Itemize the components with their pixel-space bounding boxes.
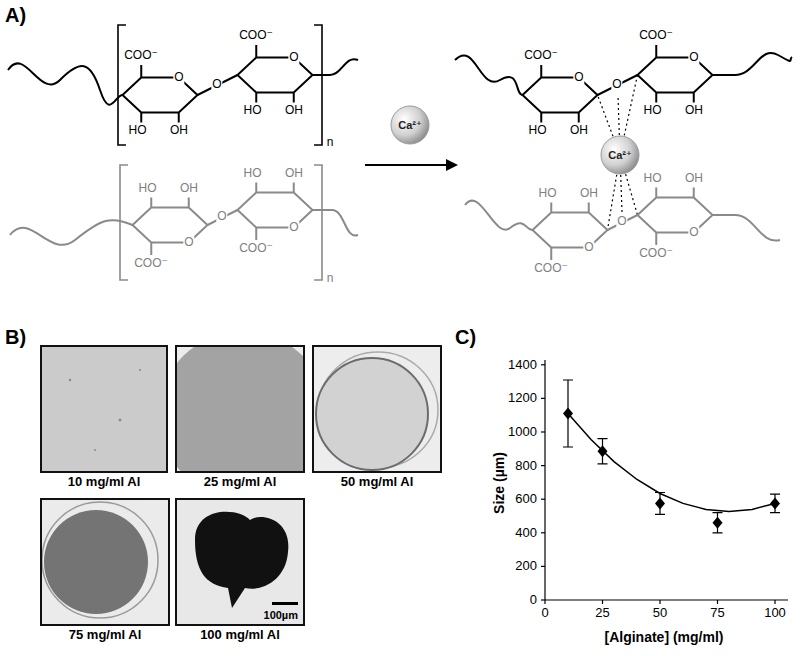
atom-label: OH bbox=[284, 167, 304, 180]
tick-label: 75 bbox=[710, 606, 724, 620]
panel-caption: 25 mg/ml Al bbox=[204, 475, 276, 489]
atom-label: O bbox=[173, 71, 184, 84]
atom-label: HO bbox=[528, 124, 548, 137]
atom-label: O bbox=[288, 221, 299, 234]
fit-curve bbox=[568, 414, 775, 512]
micrograph-frame: 50 mg/ml Al bbox=[312, 345, 442, 473]
atom-label: O bbox=[616, 215, 627, 228]
reaction-arrow bbox=[365, 159, 458, 171]
micrograph bbox=[40, 345, 168, 473]
scale-bar-label: 100µm bbox=[264, 609, 298, 621]
atom-label: O bbox=[211, 78, 222, 91]
egg-box-chain bbox=[465, 188, 780, 261]
atom-label: HO bbox=[643, 172, 663, 185]
panel-letter: C) bbox=[455, 326, 476, 348]
tick-label: 50 bbox=[653, 606, 667, 620]
atom-label: OH bbox=[179, 182, 199, 195]
atom-label: COO⁻ bbox=[133, 257, 169, 270]
atom-label: OH bbox=[169, 124, 189, 137]
panel-caption: 75 mg/ml Al bbox=[69, 628, 141, 642]
tick-label: 100 bbox=[764, 606, 786, 620]
atom-label: COO⁻ bbox=[638, 247, 674, 260]
atom-label: O bbox=[583, 241, 594, 254]
atom-label: COO⁻ bbox=[523, 49, 559, 62]
atom-label: HO bbox=[138, 182, 158, 195]
atom-label: COO⁻ bbox=[533, 262, 569, 275]
calcium-ion: Ca²⁺ bbox=[600, 135, 640, 175]
atom-label: OH bbox=[684, 104, 704, 117]
ion-sphere bbox=[391, 106, 429, 144]
atom-label: HO bbox=[128, 124, 148, 137]
atom-label: O bbox=[573, 71, 584, 84]
atom-label: O bbox=[288, 51, 299, 64]
ion-sphere bbox=[601, 136, 639, 174]
micrograph-frame: 100 mg/ml Al100µm bbox=[175, 498, 305, 626]
egg-box-chain bbox=[455, 45, 792, 123]
panel-caption: 10 mg/ml Al bbox=[68, 475, 140, 489]
micrograph-frame: 25 mg/ml Al bbox=[175, 345, 305, 473]
tick-label: 200 bbox=[515, 559, 537, 573]
atom-label: COO⁻ bbox=[238, 29, 274, 42]
atom-label: n bbox=[326, 136, 335, 149]
atom-label: HO bbox=[243, 167, 263, 180]
atom-label: O bbox=[688, 51, 699, 64]
atom-label: COO⁻ bbox=[123, 49, 159, 62]
atom-label: O bbox=[183, 236, 194, 249]
panel-letter: B) bbox=[5, 326, 26, 348]
tick-label: 600 bbox=[515, 492, 537, 506]
micrograph-frame: 75 mg/ml Al bbox=[40, 498, 170, 626]
tick-label: 1400 bbox=[508, 358, 537, 372]
atom-label: HO bbox=[538, 187, 558, 200]
alginate-chain bbox=[10, 165, 358, 280]
tick-label: 0 bbox=[541, 606, 548, 620]
micrograph bbox=[40, 498, 170, 626]
atom-label: O bbox=[688, 226, 699, 239]
error-bars bbox=[563, 380, 780, 533]
tick-label: 400 bbox=[515, 526, 537, 540]
axis-title: Size (µm) bbox=[492, 452, 507, 514]
atom-label: HO bbox=[243, 104, 263, 117]
ion-label: Ca²⁺ bbox=[608, 149, 632, 161]
atom-label: n bbox=[326, 272, 335, 285]
tick-label: 0 bbox=[530, 593, 537, 607]
axis-title: [Alginate] (mg/ml) bbox=[605, 630, 724, 645]
atom-label: HO bbox=[643, 104, 663, 117]
micrograph bbox=[175, 498, 305, 626]
micrograph bbox=[175, 345, 305, 473]
atom-label: OH bbox=[684, 172, 704, 185]
atom-label: OH bbox=[569, 124, 589, 137]
tick-label: 800 bbox=[515, 458, 537, 472]
panel-caption: 100 mg/ml Al bbox=[200, 628, 280, 642]
ion-label: Ca²⁺ bbox=[398, 119, 422, 131]
atom-label: O bbox=[216, 210, 227, 223]
atom-label: OH bbox=[284, 104, 304, 117]
chart-axes bbox=[541, 360, 788, 604]
atom-label: O bbox=[611, 78, 622, 91]
micrograph bbox=[312, 345, 442, 473]
data-markers bbox=[563, 408, 780, 529]
atom-label: OH bbox=[579, 187, 599, 200]
tick-label: 25 bbox=[595, 606, 609, 620]
alginate-chain bbox=[8, 25, 358, 145]
atom-label: COO⁻ bbox=[638, 29, 674, 42]
micrograph-frame: 10 mg/ml Al bbox=[40, 345, 168, 473]
panel-letter: A) bbox=[5, 4, 26, 26]
calcium-ion: Ca²⁺ bbox=[390, 105, 430, 145]
atom-label: COO⁻ bbox=[238, 242, 274, 255]
tick-label: 1000 bbox=[508, 425, 537, 439]
panel-caption: 50 mg/ml Al bbox=[341, 475, 413, 489]
tick-label: 1200 bbox=[508, 391, 537, 405]
